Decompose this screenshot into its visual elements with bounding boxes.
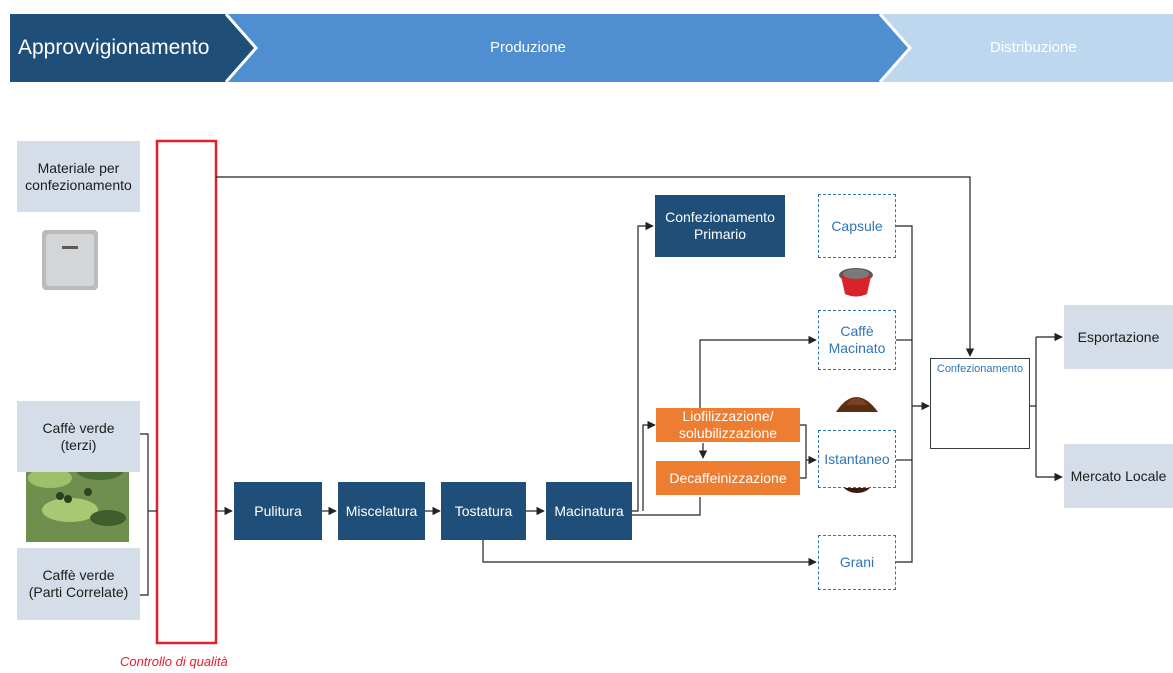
quality-control-label: Controllo di qualità [120, 654, 228, 669]
connectors [140, 176, 1063, 596]
green-coffee-related-parties-box: Caffè verde (Parti Correlate) [17, 548, 140, 620]
capsule-box: Capsule [818, 194, 896, 258]
coffee-beans-box: Grani [818, 535, 896, 590]
local-market-box: Mercato Locale [1064, 444, 1173, 508]
stage-label-approvvigionamento: Approvvigionamento [18, 36, 210, 59]
macinatura-box: Macinatura [546, 482, 632, 540]
packaging-box: Confezionamento [930, 358, 1030, 449]
stage-banner [10, 13, 1173, 83]
lyophilization-box: Liofilizzazione/ solubilizzazione [656, 408, 800, 442]
miscelatura-box: Miscelatura [338, 482, 425, 540]
quality-control-frame [155, 139, 218, 645]
capsule-picture [839, 268, 873, 297]
stage-chevron-approvvigionamento [10, 14, 256, 82]
packaging-material-box: Materiale per confezionamento [17, 141, 140, 212]
primary-packaging-box: Confezionamento Primario [655, 195, 785, 257]
stage-label-produzione: Produzione [490, 39, 566, 56]
ground-coffee-box: Caffè Macinato [818, 310, 896, 370]
decaffeination-box: Decaffeinizzazione [656, 461, 800, 495]
stage-chevron-produzione [218, 14, 910, 82]
tostatura-box: Tostatura [441, 482, 526, 540]
export-box: Esportazione [1064, 305, 1173, 369]
stage-label-distribuzione: Distribuzione [990, 39, 1077, 56]
instant-coffee-box: Istantaneo [818, 430, 896, 488]
pulitura-box: Pulitura [234, 482, 322, 540]
green-coffee-third-party-box: Caffè verde (terzi) [17, 401, 140, 472]
packaging-bag-picture [42, 230, 98, 290]
ground-coffee-picture [836, 397, 878, 412]
stage-chevron-distribuzione [880, 14, 1173, 82]
